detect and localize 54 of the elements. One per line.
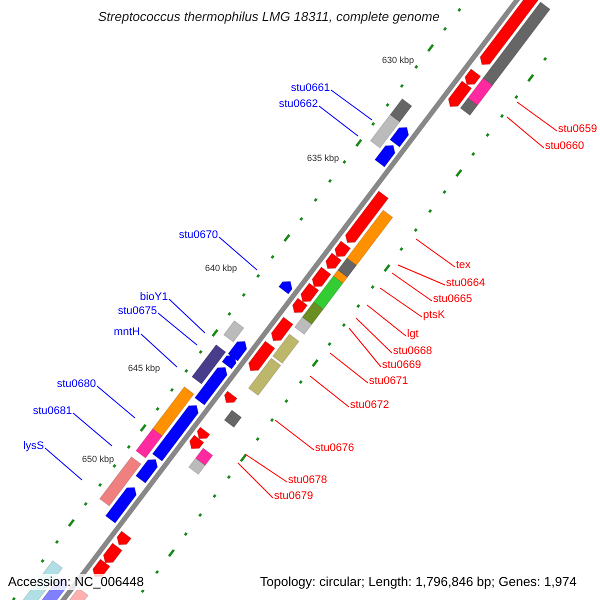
leader-line [380,288,422,318]
leader-line [218,236,258,270]
gene-label: stu0671 [369,375,408,388]
gene-label: stu0668 [393,345,432,358]
summary-text: Topology: circular; Length: 1,796,846 bp; Genes: 1,974 [260,574,577,590]
gene-label: mntH [114,326,140,339]
leader-line [356,318,392,354]
leader-line [392,272,432,302]
accession-text: Accession: NC_006448 [8,574,144,590]
leader-line [398,264,446,286]
leader-line [506,116,544,148]
leader-line [168,298,206,334]
leader-line [330,90,372,120]
title: Streptococcus thermophilus LMG 18311, complete genome [98,9,440,25]
gene-label: ptsK [423,309,446,322]
gene-label: stu0679 [274,490,314,503]
gene-label: stu0665 [433,293,472,306]
leader-line [366,304,406,336]
scale-label: 640 kbp [205,262,238,274]
leader-line [44,448,82,480]
scale-label: 650 kbp [82,453,114,465]
leader-line [516,102,558,132]
leader-line [96,386,136,418]
leader-line [348,328,382,368]
gene-label: stu0669 [382,359,422,372]
scale-label: 635 kbp [307,152,340,164]
gene-label: stu0670 [178,229,218,242]
gene-label: stu0681 [32,405,72,418]
gene-label: stu0660 [545,140,584,153]
gene-label: stu0675 [118,305,157,318]
leader-line [140,334,178,368]
leader-line [72,412,112,446]
gene-label: bioY1 [140,291,168,304]
gene-label: stu0659 [558,123,598,136]
scale-label: 645 kbp [128,362,160,374]
leader-line [274,420,314,450]
gene-label: lysS [23,440,44,453]
gene-label: tex [456,259,471,272]
gene-label: stu0662 [278,98,318,111]
leader-line [238,462,274,498]
leader-line [310,376,350,408]
leader-line [416,238,456,268]
leader-line [330,352,368,384]
gene-label: stu0672 [350,399,390,412]
gene-label: stu0678 [288,474,328,487]
gene-label: stu0680 [56,378,96,391]
gene-label: stu0664 [446,277,486,290]
gene-label: stu0676 [315,442,354,455]
leader-line [318,106,358,136]
gene-label: stu0661 [290,82,330,95]
leader-line [244,454,288,482]
leader-line [158,312,198,346]
gene-label: lgt [407,328,419,341]
scale-label: 630 kbp [382,54,414,66]
